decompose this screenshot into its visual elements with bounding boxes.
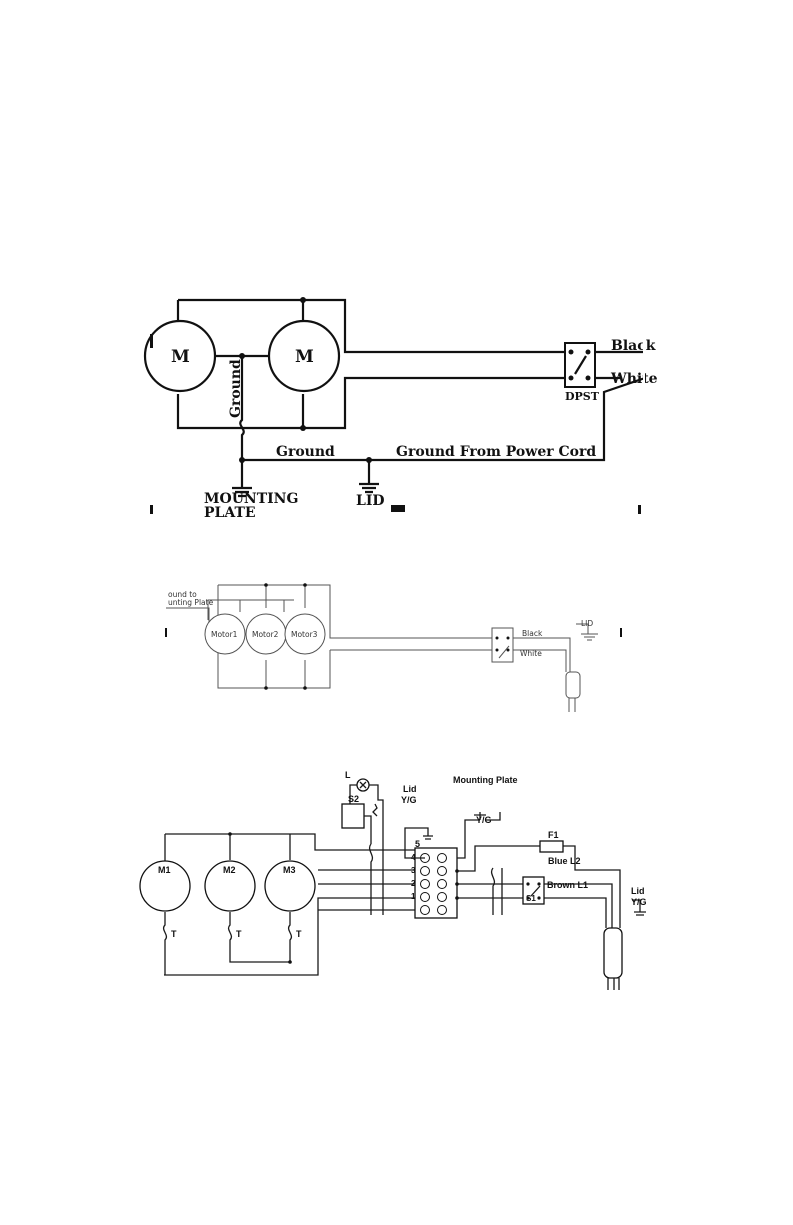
fuse-label: F1 xyxy=(548,830,559,840)
ground-vertical-label: Ground xyxy=(228,359,244,418)
black-wire-label-2: Black xyxy=(522,629,543,638)
terminal-3-label: 3 xyxy=(411,866,416,875)
motor-m2-label: M2 xyxy=(223,865,236,875)
switch-s2 xyxy=(342,804,364,828)
mounting-plate-label-2: PLATE xyxy=(204,505,256,521)
motor-m3-label: M3 xyxy=(283,865,296,875)
ground-horizontal-label: Ground xyxy=(276,444,335,460)
terminal-5-label: 5 xyxy=(415,839,420,849)
diagram-3-terminal-block: 5 4 3 2 1 xyxy=(140,770,647,990)
lid-label-1: LID xyxy=(356,493,385,509)
motor-right-label: M xyxy=(295,347,314,367)
lid-right-label-1: Lid xyxy=(631,886,645,896)
diagram-2-triple-motor: Motor1 Motor2 Motor3 ound to unting Plat… xyxy=(165,583,622,712)
power-cord xyxy=(604,928,622,978)
light-label: L xyxy=(345,770,351,780)
thermal-2-label: T xyxy=(236,929,242,939)
white-wire-label-2: White xyxy=(520,649,542,658)
thermal-3-label: T xyxy=(296,929,302,939)
diagram-1-dual-motor: M M Ground Ground Ground From Power Cord… xyxy=(145,297,658,521)
lid-yg-label-1: Lid xyxy=(403,784,417,794)
s1-label: S1 xyxy=(526,894,536,903)
ground-from-power-cord-label: Ground From Power Cord xyxy=(396,444,596,460)
motor-3-label: Motor3 xyxy=(291,630,318,639)
lid-yg-label-2: Y/G xyxy=(401,795,417,805)
terminal-2-label: 2 xyxy=(411,879,416,888)
blue-l2-label: Blue L2 xyxy=(548,856,581,866)
mounting-plate-label-3: Mounting Plate xyxy=(453,775,518,785)
motor-2-label: Motor2 xyxy=(252,630,279,639)
s2-label: S2 xyxy=(348,794,359,804)
dpst-label: DPST xyxy=(565,390,600,403)
thermal-1-label: T xyxy=(171,929,177,939)
yg-label: Y/G xyxy=(476,815,492,825)
fuse-f1 xyxy=(540,841,563,852)
ground-note-2: unting Plate xyxy=(168,598,214,607)
motor-m1-label: M1 xyxy=(158,865,171,875)
motor-left-label: M xyxy=(171,347,190,367)
dpst-switch-2 xyxy=(492,628,513,662)
black-wire-label: Black xyxy=(611,338,656,354)
ground-symbol-lid xyxy=(359,484,379,492)
white-wire-label: White xyxy=(610,371,658,387)
terminal-1-label: 1 xyxy=(411,892,416,901)
brown-l1-label: Brown L1 xyxy=(547,880,588,890)
lid-label-2: LID xyxy=(581,619,593,628)
motor-1-label: Motor1 xyxy=(211,630,238,639)
lid-right-label-2: Y/G xyxy=(631,897,647,907)
